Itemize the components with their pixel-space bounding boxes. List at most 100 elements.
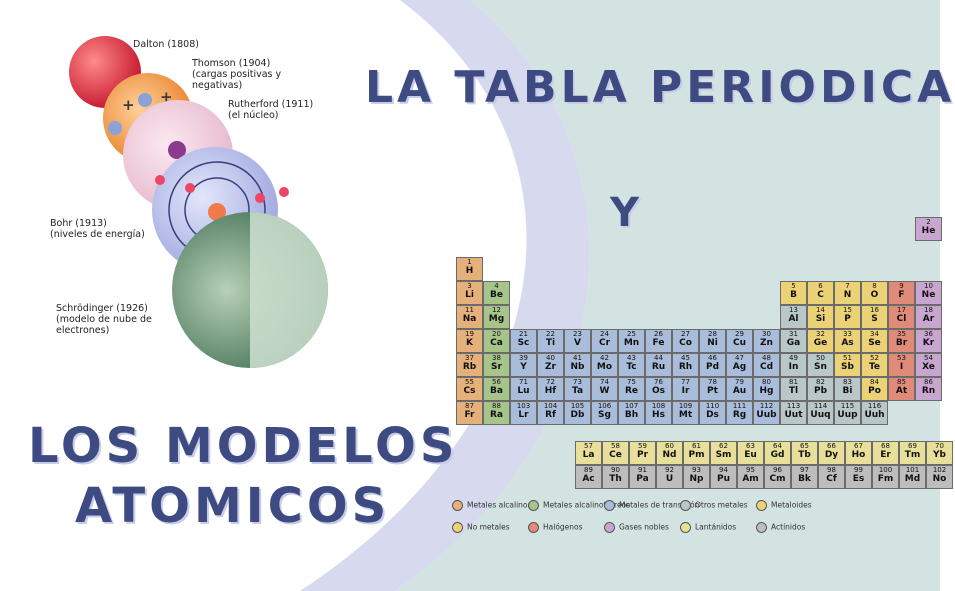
element-symbol: Pm	[688, 450, 705, 460]
legend-swatch-icon	[756, 500, 767, 511]
element-symbol: Rg	[732, 410, 747, 420]
element-number: 89	[584, 466, 593, 474]
legend-swatch-icon	[452, 522, 463, 533]
element-symbol: Ar	[922, 314, 935, 324]
element-number: 33	[843, 330, 852, 338]
element-symbol: Gd	[770, 450, 785, 460]
element-symbol: Pa	[636, 474, 649, 484]
element-symbol: Ra	[489, 410, 503, 420]
element-number: 105	[570, 402, 585, 410]
bohr-nucleus	[208, 203, 226, 221]
element-number: 50	[816, 354, 825, 362]
element-number: 65	[800, 442, 809, 450]
element-number: 100	[878, 466, 893, 474]
element-number: 88	[492, 402, 501, 410]
element-number: 62	[719, 442, 728, 450]
element-symbol: Fm	[877, 474, 894, 484]
element-number: 58	[611, 442, 620, 450]
element-symbol: Np	[689, 474, 704, 484]
element-symbol: V	[574, 338, 581, 348]
element-symbol: Dy	[824, 450, 839, 460]
legend-label: No metales	[467, 522, 510, 532]
model-label-rutherford: Rutherford (1911) (el núcleo)	[228, 99, 314, 121]
element-number: 2	[926, 218, 931, 226]
element-symbol: Cf	[826, 474, 837, 484]
element-symbol: Ag	[732, 362, 747, 372]
element-number: 63	[746, 442, 755, 450]
element-symbol: Am	[742, 474, 759, 484]
legend-label: Lantánidos	[695, 522, 737, 532]
legend-swatch-icon	[528, 500, 539, 511]
element-symbol: No	[932, 474, 947, 484]
element-number: 16	[870, 306, 879, 314]
element-symbol: Bi	[842, 386, 853, 396]
element-number: 15	[843, 306, 852, 314]
element-symbol: K	[466, 338, 473, 348]
element-symbol: Zn	[760, 338, 773, 348]
element-symbol: Ds	[706, 410, 719, 420]
element-symbol: Sr	[491, 362, 502, 372]
element-number: 67	[854, 442, 863, 450]
element-number: 24	[600, 330, 609, 338]
element-symbol: Ba	[490, 386, 503, 396]
element-number: 20	[492, 330, 501, 338]
legend-label: Otros metales	[695, 500, 748, 510]
legend-item: Metales alcalinos	[452, 500, 531, 511]
legend-item: Lantánidos	[680, 522, 736, 533]
element-symbol: U	[665, 474, 674, 484]
element-number: 25	[627, 330, 636, 338]
element-symbol: Rn	[921, 386, 936, 396]
legend-label: Metales alcalinotérreos	[543, 500, 631, 510]
legend-label: Metaloides	[771, 500, 812, 510]
element-number: 1	[467, 258, 472, 266]
element-number: 70	[935, 442, 944, 450]
element-number: 98	[827, 466, 836, 474]
element-number: 75	[627, 378, 636, 386]
element-number: 116	[867, 402, 882, 410]
element-number: 87	[465, 402, 474, 410]
element-symbol: Co	[679, 338, 692, 348]
legend-item: Halógenos	[528, 522, 583, 533]
element-symbol: O	[870, 290, 879, 300]
element-number: 81	[789, 378, 798, 386]
element-number: 51	[843, 354, 852, 362]
element-number: 59	[638, 442, 647, 450]
element-number: 61	[692, 442, 701, 450]
element-number: 17	[897, 306, 906, 314]
element-symbol: At	[895, 386, 908, 396]
element-number: 93	[692, 466, 701, 474]
element-number: 27	[681, 330, 690, 338]
